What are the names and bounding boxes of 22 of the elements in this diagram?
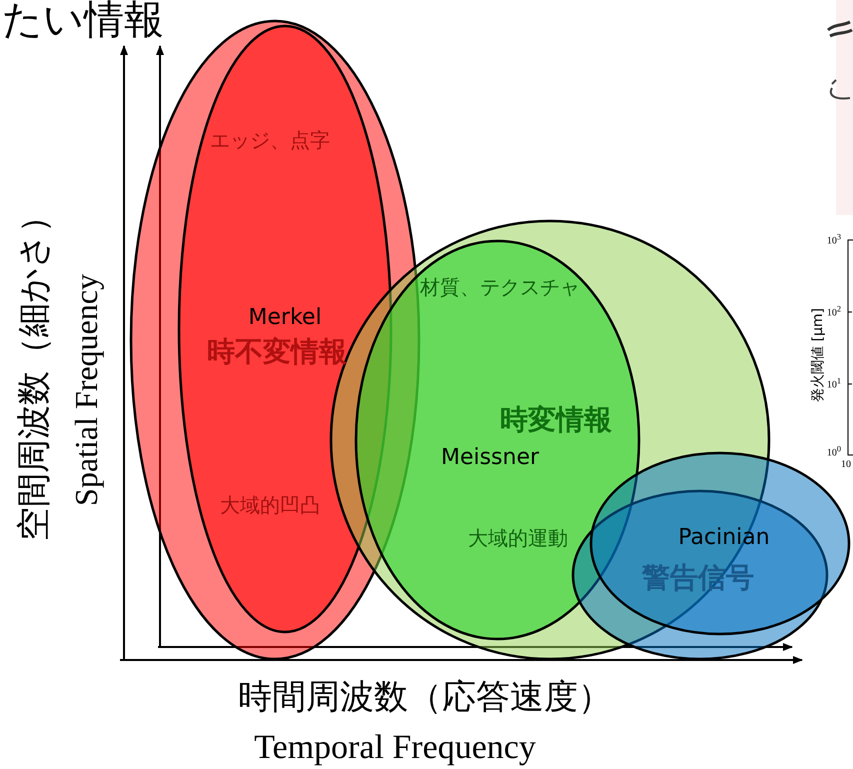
receptor-label: Pacinian [678,527,770,549]
example-label: 材質、テクスチャ [420,277,580,297]
receptor-ellipse [178,25,392,633]
axis-title: 発火閾値 [μm] [811,308,825,402]
tick-label: 10$^{3}$ [826,233,842,247]
axis-title: Temporal Frequency [254,731,536,765]
category-label: 時不変情報 [207,338,347,366]
example-label: 大域的凹凸 [220,495,320,515]
axis-title: 時間周波数（応答速度） [238,680,612,714]
receptor-label: Merkel [248,307,322,329]
tick-label: 10$^{0}$ [826,445,842,459]
example-label: 大域的運動 [468,528,568,548]
tick-label: 10 [841,460,851,470]
receptor-label: Meissner [440,447,540,469]
category-label: 時変情報 [500,406,612,434]
tick-label: 10$^{2}$ [826,305,842,319]
title: たい情報 [2,0,164,40]
receptor-ellipse [355,240,640,640]
tick-label: 10$^{1}$ [826,377,842,391]
example-label: エッジ、点字 [210,130,330,150]
axis-title: 空間周波数（細かさ） [17,199,51,541]
axis-title: Spatial Frequency [70,274,102,506]
